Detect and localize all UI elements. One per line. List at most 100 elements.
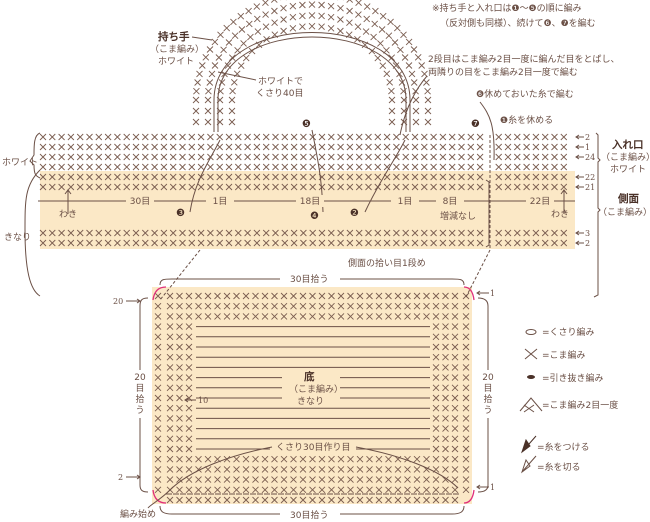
single-crochet-stitch xyxy=(185,476,193,483)
single-crochet-stitch xyxy=(432,374,440,381)
single-crochet-stitch xyxy=(154,323,162,330)
single-crochet-stitch xyxy=(185,435,193,443)
single-crochet-stitch xyxy=(411,153,419,161)
single-crochet-stitch xyxy=(541,229,549,237)
single-crochet-stitch xyxy=(318,143,326,151)
single-crochet-stitch xyxy=(327,229,335,237)
single-crochet-stitch xyxy=(76,143,84,151)
single-crochet-stitch xyxy=(451,374,459,381)
single-crochet-stitch xyxy=(228,54,236,62)
single-crochet-stitch xyxy=(318,153,326,161)
single-crochet-stitch xyxy=(442,435,449,443)
single-crochet-stitch xyxy=(309,486,316,494)
single-crochet-stitch xyxy=(386,78,394,86)
single-crochet-stitch xyxy=(39,163,47,171)
single-crochet-stitch xyxy=(39,143,47,151)
single-crochet-stitch xyxy=(532,173,540,181)
single-crochet-stitch xyxy=(290,183,298,191)
single-crochet-stitch xyxy=(347,466,354,473)
single-crochet-stitch xyxy=(225,153,233,161)
single-crochet-stitch xyxy=(402,163,410,171)
single-crochet-stitch xyxy=(207,163,214,171)
bottom-pick-bracket xyxy=(159,505,465,515)
single-crochet-stitch xyxy=(252,292,259,300)
single-crochet-stitch xyxy=(442,343,449,351)
single-crochet-stitch xyxy=(391,39,399,46)
single-crochet-stitch xyxy=(185,415,193,422)
single-crochet-stitch xyxy=(318,12,325,20)
single-crochet-stitch xyxy=(86,173,93,181)
single-crochet-stitch xyxy=(318,302,326,310)
chain-leader-right xyxy=(355,446,459,489)
single-crochet-stitch xyxy=(197,143,205,151)
single-crochet-stitch xyxy=(271,292,278,300)
single-crochet-stitch xyxy=(318,133,326,141)
single-crochet-stitch xyxy=(242,313,250,320)
single-crochet-stitch xyxy=(354,23,362,31)
bottom-title: 底 xyxy=(304,370,315,383)
single-crochet-stitch xyxy=(366,313,373,320)
single-crochet-stitch xyxy=(355,11,362,18)
single-crochet-stitch xyxy=(211,38,219,46)
step4-marker: ❹ xyxy=(310,211,319,222)
single-crochet-stitch xyxy=(430,173,437,181)
single-crochet-stitch xyxy=(206,46,214,53)
left-white-label: ホワイト xyxy=(2,157,38,168)
single-crochet-stitch xyxy=(541,183,549,191)
single-crochet-stitch xyxy=(337,133,344,141)
single-crochet-stitch xyxy=(176,343,183,351)
single-crochet-stitch xyxy=(541,143,549,151)
single-crochet-stitch xyxy=(523,143,530,151)
single-crochet-stitch xyxy=(423,302,430,310)
single-crochet-stitch xyxy=(420,173,428,181)
handle-color: ホワイト xyxy=(158,56,194,67)
single-crochet-stitch xyxy=(290,476,297,483)
single-crochet-stitch xyxy=(228,118,236,126)
single-crochet-stitch xyxy=(132,239,140,247)
single-crochet-stitch xyxy=(430,143,437,151)
single-crochet-stitch xyxy=(451,313,459,320)
single-crochet-stitch xyxy=(383,70,391,78)
single-crochet-stitch xyxy=(442,466,449,473)
single-crochet-stitch xyxy=(442,425,449,432)
single-crochet-stitch xyxy=(430,163,437,171)
single-crochet-stitch xyxy=(385,32,393,40)
single-crochet-stitch xyxy=(309,153,317,161)
single-crochet-stitch xyxy=(365,229,372,237)
single-crochet-stitch xyxy=(451,425,459,432)
single-crochet-stitch xyxy=(223,476,231,483)
single-crochet-stitch xyxy=(188,183,196,191)
single-crochet-stitch xyxy=(193,87,200,95)
single-crochet-stitch xyxy=(366,455,373,463)
single-crochet-stitch xyxy=(365,239,372,247)
single-crochet-stitch xyxy=(280,496,288,504)
single-crochet-stitch xyxy=(225,163,233,171)
single-crochet-stitch xyxy=(154,292,162,300)
single-crochet-stitch xyxy=(234,153,242,161)
single-crochet-stitch xyxy=(207,239,214,247)
single-crochet-stitch xyxy=(377,40,384,47)
single-crochet-stitch xyxy=(541,239,549,247)
single-crochet-stitch xyxy=(413,455,421,463)
single-crochet-stitch xyxy=(432,435,440,443)
single-crochet-stitch xyxy=(242,292,250,300)
single-crochet-stitch xyxy=(462,302,470,310)
single-crochet-stitch xyxy=(223,302,231,310)
single-crochet-stitch xyxy=(442,415,449,422)
single-crochet-stitch xyxy=(532,143,540,151)
single-crochet-stitch xyxy=(532,239,540,247)
waki-left-arrow xyxy=(64,189,72,214)
right-pick-bracket xyxy=(477,297,489,493)
single-crochet-stitch xyxy=(176,435,183,443)
single-crochet-stitch xyxy=(176,302,183,310)
single-crochet-stitch xyxy=(262,143,270,151)
single-crochet-stitch xyxy=(356,302,364,310)
single-crochet-stitch xyxy=(233,466,240,473)
single-crochet-stitch xyxy=(328,476,335,483)
single-crochet-stitch xyxy=(504,183,512,191)
single-crochet-stitch xyxy=(76,133,84,141)
single-crochet-stitch xyxy=(462,343,470,351)
single-crochet-stitch xyxy=(242,476,250,483)
single-crochet-stitch xyxy=(404,486,411,494)
single-crochet-stitch xyxy=(204,302,212,310)
